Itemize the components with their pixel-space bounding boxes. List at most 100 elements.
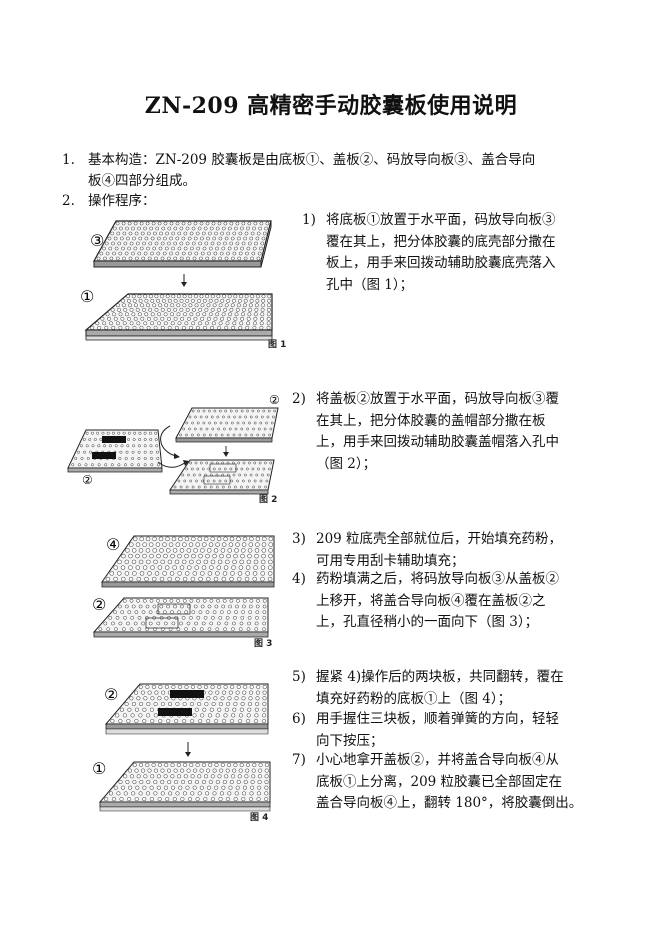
plate-hole [208,542,214,547]
intro-line: 基本构造：ZN-209 胶囊板是由底板①、盖板②、码放导向板③、盖合导向 [88,152,536,168]
plate-hole [249,791,254,796]
plate-hole [246,226,250,231]
plate-hole [185,785,190,790]
plate-hole [209,485,213,489]
plate-hole [145,221,150,226]
plate-hole [170,553,175,559]
figure-part-label: ③ [90,231,104,250]
plate-hole [174,325,179,330]
plate-hole [146,231,151,236]
plate-hole [218,303,223,308]
plate-hole [219,553,224,559]
plate-hole [142,553,147,559]
page-title: ZN-209 高精密手动胶囊板使用说明 [144,93,518,119]
plate-hole [251,774,256,779]
plate-hole [180,797,185,802]
plate-hole [125,779,130,785]
plate-hole [266,325,271,330]
plate-hole [215,312,220,317]
plate-hole [125,325,130,330]
plate-hole [256,791,261,796]
plate-hole [210,774,215,779]
plate-hole [109,256,114,261]
plate-hole [261,473,264,477]
plate-hole [126,294,131,299]
plate-hole [226,316,231,321]
plate-hole [154,690,159,695]
plate-hole [218,321,223,326]
plate-hole [257,779,262,785]
step-number: 4) [292,571,306,587]
figure-caption: 图 2 [259,494,277,505]
plate-hole [153,231,157,236]
plate-hole [136,321,141,326]
plate-hole [86,457,90,460]
plate-hole [156,463,160,467]
plate-hole [223,427,226,431]
plate-hole [150,719,155,724]
plate-hole [208,409,211,413]
plate-hole [101,431,105,435]
plate-hole [255,610,260,615]
plate-hole [194,461,198,465]
plate-hole [252,576,257,582]
plate-hole [247,479,251,483]
plate-hole [241,610,245,615]
plate-hole [146,779,151,785]
plate-hole [255,236,260,241]
step-number: 2) [292,391,306,407]
plate-hole [127,246,131,251]
plate-hole [117,463,121,467]
plate-hole [192,627,196,632]
plate-hole [238,325,243,330]
plate-hole [232,621,236,626]
plate-hole [169,251,173,256]
plate-hole [248,303,253,308]
plate-hole [208,298,213,303]
plate-hole [214,785,219,790]
plate-hole [209,621,214,626]
plate-hole [206,548,212,553]
plate-hole [262,621,267,626]
plate-hole [235,785,240,790]
plate-hole [200,548,205,553]
plate-hole [205,553,210,559]
plate-hole [268,536,274,542]
plate-hole [201,231,206,236]
plate-hole [157,565,163,570]
plate-hole [181,473,185,477]
plate-hole [202,409,206,413]
plate-hole [188,303,193,308]
plate-hole [160,559,165,565]
plate-hole [127,707,132,712]
plate-hole [107,236,112,241]
plate-hole [117,307,121,312]
plate-hole [257,251,262,256]
plate-hole [272,415,275,419]
plate-hole [211,701,216,707]
plate-hole [236,421,240,425]
plate-hole [198,610,203,615]
plate-hole [149,553,154,559]
step-line: 药粉填满之后，将码放导向板③从盖板② [316,571,559,587]
plate-hole [142,797,147,802]
plate-hole [193,604,198,609]
plate-hole [128,553,133,559]
plate-hole [227,226,232,231]
plate-hole [138,713,143,718]
plate-hole [205,427,209,431]
plate-hole [262,627,266,632]
plate-hole [149,450,153,454]
plate-hole [170,774,175,779]
plate-hole [259,321,264,326]
plate-hole [221,576,227,582]
plate-hole [157,762,162,767]
plate-hole [209,226,214,231]
plate-hole [252,762,257,767]
plate-hole [181,221,186,226]
plate-hole [197,791,202,796]
plate-hole [105,312,110,317]
plate-hole [138,604,143,609]
plate-hole [169,236,173,241]
plate-hole [220,762,225,767]
